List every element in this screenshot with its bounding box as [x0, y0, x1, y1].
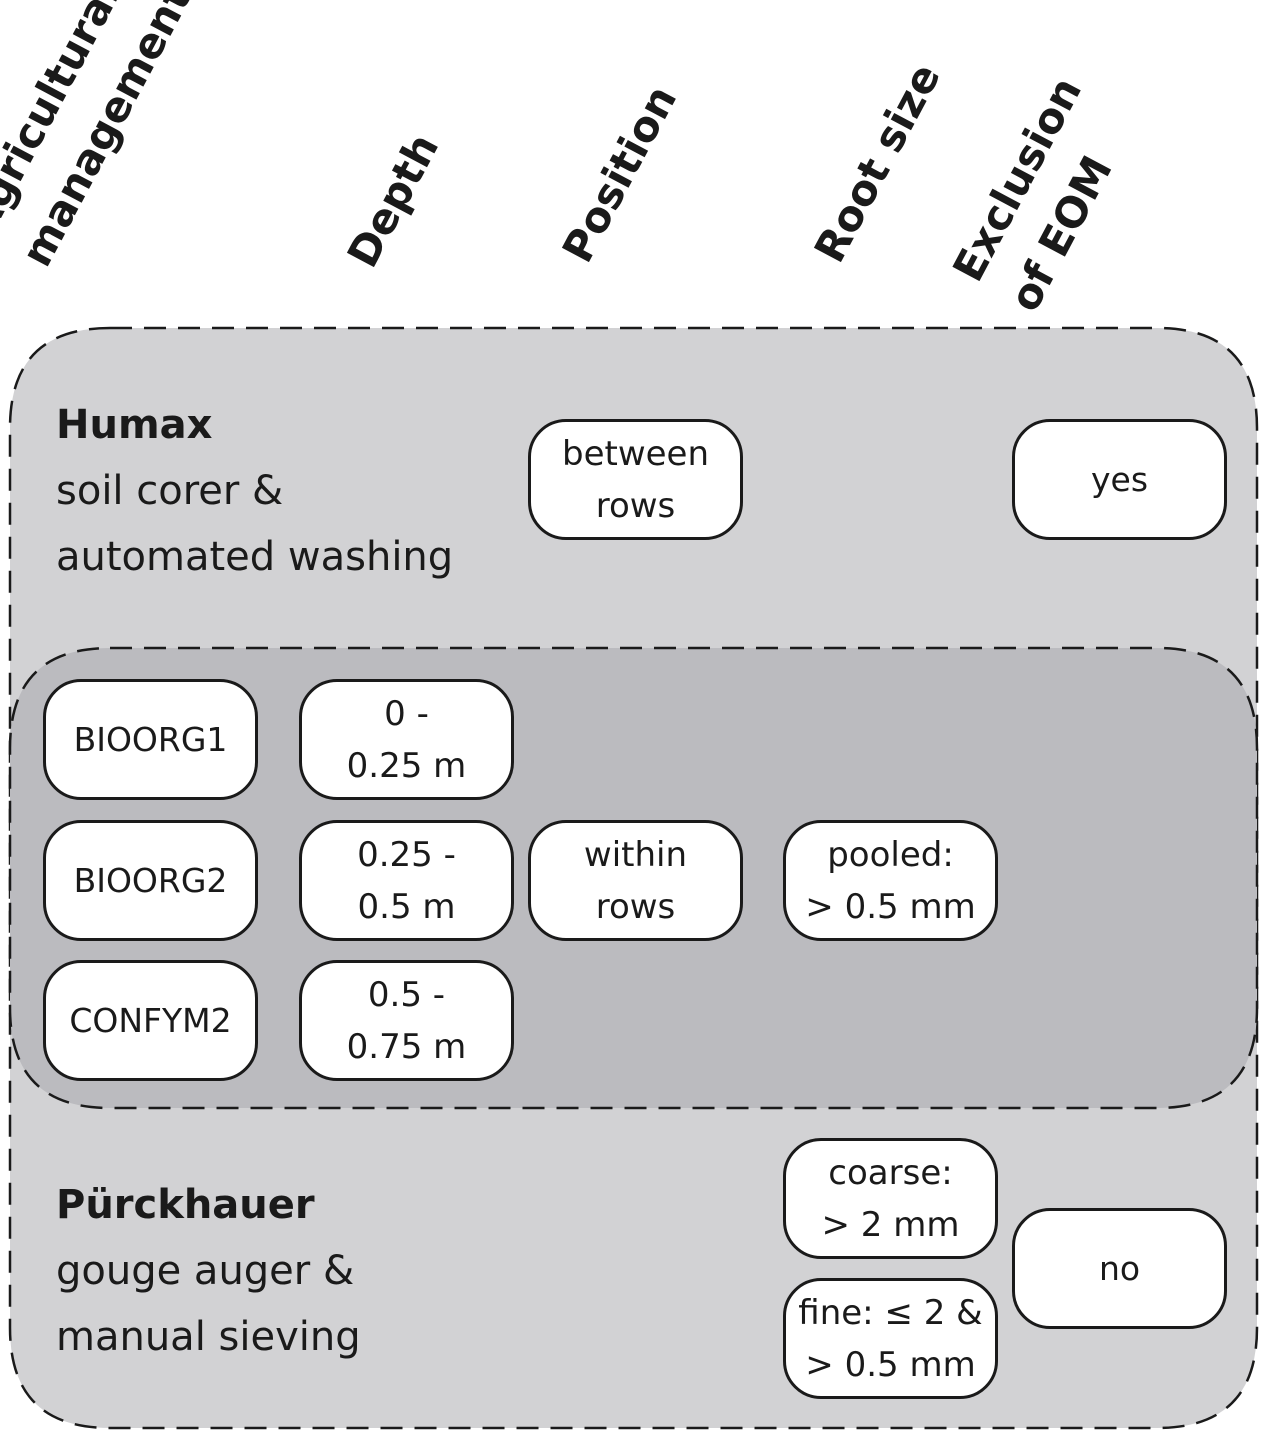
method-purckhauer-line1: gouge auger &	[56, 1248, 355, 1294]
box-depth-2: 0.25 - 0.5 m	[299, 820, 514, 941]
box-depth-3: 0.5 - 0.75 m	[299, 960, 514, 1081]
box-depth-2-line2: 0.5 m	[357, 886, 456, 927]
box-root-size-fine-line1: fine: ≤ 2 &	[798, 1292, 983, 1333]
box-root-size-pooled-line1: pooled:	[827, 834, 954, 875]
box-eom-yes-label: yes	[1090, 459, 1149, 499]
method-purckhauer: Pürckhauer gouge auger & manual sieving	[56, 1172, 361, 1370]
method-humax-name: Humax	[56, 402, 213, 448]
box-eom-no-label: no	[1098, 1248, 1141, 1288]
box-depth-2-line1: 0.25 -	[357, 834, 456, 875]
box-position-between-rows-line2: rows	[595, 485, 676, 526]
method-humax-line1: soil corer &	[56, 468, 284, 514]
box-depth-1: 0 - 0.25 m	[299, 679, 514, 800]
box-root-size-pooled: pooled: > 0.5 mm	[783, 820, 998, 941]
box-position-between-rows: between rows	[528, 419, 743, 540]
method-purckhauer-name: Pürckhauer	[56, 1182, 315, 1228]
box-depth-3-line2: 0.75 m	[346, 1026, 467, 1067]
box-treatment-bioorg1-label: BIOORG1	[73, 719, 228, 759]
method-humax-line2: automated washing	[56, 534, 454, 580]
box-treatment-bioorg2-label: BIOORG2	[73, 860, 228, 900]
box-depth-1-line1: 0 -	[384, 693, 429, 734]
box-position-within-rows-line2: rows	[595, 886, 676, 927]
method-humax: Humax soil corer & automated washing	[56, 392, 453, 590]
box-depth-3-line1: 0.5 -	[367, 974, 446, 1015]
box-root-size-coarse-line2: > 2 mm	[821, 1204, 960, 1245]
box-eom-no: no	[1012, 1208, 1227, 1329]
method-purckhauer-line2: manual sieving	[56, 1314, 361, 1360]
box-root-size-fine-line2: > 0.5 mm	[805, 1344, 976, 1385]
box-depth-1-line2: 0.25 m	[346, 745, 467, 786]
box-treatment-bioorg2: BIOORG2	[43, 820, 258, 941]
box-position-between-rows-line1: between	[561, 433, 710, 474]
box-treatment-confym2-label: CONFYM2	[69, 1000, 232, 1040]
box-treatment-bioorg1: BIOORG1	[43, 679, 258, 800]
box-position-within-rows-line1: within	[583, 834, 688, 875]
box-root-size-coarse: coarse: > 2 mm	[783, 1138, 998, 1259]
box-root-size-pooled-line2: > 0.5 mm	[805, 886, 976, 927]
box-root-size-coarse-line1: coarse:	[828, 1152, 953, 1193]
box-eom-yes: yes	[1012, 419, 1227, 540]
box-root-size-fine: fine: ≤ 2 & > 0.5 mm	[783, 1278, 998, 1399]
box-position-within-rows: within rows	[528, 820, 743, 941]
box-treatment-confym2: CONFYM2	[43, 960, 258, 1081]
